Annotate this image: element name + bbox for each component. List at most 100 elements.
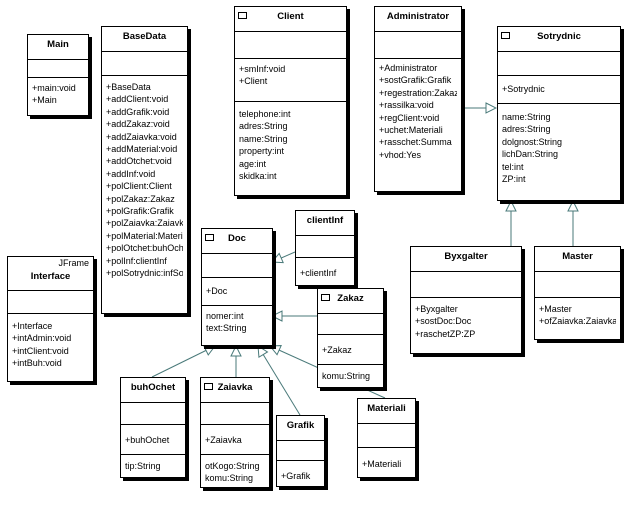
method: +uchet:Materiali: [379, 125, 443, 136]
attributes-section: [411, 272, 521, 298]
folder-icon: [321, 294, 330, 301]
method: +intBuh:void: [12, 358, 62, 369]
class-name: buhOchet: [130, 382, 176, 393]
attributes-section: [277, 441, 324, 461]
method: +vhod:Yes: [379, 149, 421, 160]
class-doc[interactable]: Doc +Doc nomer:int text:String: [201, 228, 273, 346]
method: +intClient:void: [12, 345, 69, 356]
method: +addMaterial:void: [106, 144, 178, 155]
class-name: clientInf: [306, 215, 344, 226]
methods-section: +Byxgalter +sostDoc:Doc +raschetZP:ZP: [411, 298, 521, 342]
class-basedata[interactable]: BaseData +BaseData +addClient:void +addG…: [101, 26, 188, 314]
class-main[interactable]: Main +main:void +Main: [27, 34, 89, 116]
method: +rassilka:void: [379, 100, 434, 111]
methods-section: +Administrator +sostGrafik:Grafik +reges…: [375, 59, 461, 163]
method: +addGrafik:void: [106, 106, 170, 117]
class-clientinf[interactable]: clientInf +clientInf: [295, 210, 355, 286]
attribute: name:String: [502, 112, 551, 122]
fields-section: name:String adres:String dolgnost:String…: [498, 104, 620, 187]
method: +Interface: [12, 321, 53, 331]
attribute: komu:String: [205, 473, 254, 484]
class-master[interactable]: Master +Master +ofZaiavka:Zaiavka: [534, 246, 621, 340]
method: +Doc: [206, 286, 228, 296]
class-sotrydnic[interactable]: Sotrydnic +Sotrydnic name:String adres:S…: [497, 26, 621, 201]
class-client[interactable]: Client +smInf:void +Client telephone:int…: [234, 6, 347, 196]
class-name: Byxgalter: [444, 251, 488, 262]
methods-section: +main:void +Main: [28, 78, 88, 109]
method: +Client: [239, 76, 268, 87]
method: +Byxgalter: [415, 304, 458, 314]
methods-section: +Zaiavka: [201, 425, 269, 455]
class-zakaz[interactable]: Zakaz +Zakaz komu:String: [317, 288, 384, 388]
attribute: property:int: [239, 146, 285, 157]
method: +Master: [539, 304, 572, 314]
class-name: BaseData: [122, 31, 167, 42]
methods-section: +Doc: [202, 278, 272, 306]
attribute: telephone:int: [239, 109, 291, 119]
class-interface[interactable]: JFrame Interface +Interface +intAdmin:vo…: [7, 256, 94, 382]
class-name: Interface: [30, 271, 71, 282]
attribute: skidka:int: [239, 171, 277, 182]
attributes-section: [375, 32, 461, 59]
fields-section: nomer:int text:String: [202, 306, 272, 337]
method: +raschetZP:ZP: [415, 328, 476, 339]
attribute: otKogo:String: [205, 461, 260, 471]
attributes-section: [296, 236, 354, 258]
method: +polZaiavka:Zaiavka: [106, 218, 183, 229]
class-name: Zakaz: [337, 293, 364, 304]
fields-section: telephone:int adres:String name:String p…: [235, 102, 346, 184]
methods-section: +buhOchet: [121, 425, 185, 455]
class-name: Zaiavka: [217, 382, 253, 393]
methods-section: +Sotrydnic: [498, 76, 620, 104]
method: +regestration:Zakaz: [379, 87, 457, 98]
methods-section: +Master +ofZaiavka:Zaiavka: [535, 298, 620, 330]
class-grafik[interactable]: Grafik +Grafik: [276, 415, 325, 487]
class-byxgalter[interactable]: Byxgalter +Byxgalter +sostDoc:Doc +rasch…: [410, 246, 522, 354]
fields-section: komu:String: [318, 365, 383, 384]
method: +buhOchet: [125, 435, 170, 445]
class-buhochet[interactable]: buhOchet +buhOchet tip:String: [120, 377, 186, 478]
methods-section: +smInf:void +Client: [235, 59, 346, 102]
method: +regClient:void: [379, 112, 440, 123]
methods-section: +clientInf: [296, 258, 354, 281]
attributes-section: [28, 60, 88, 78]
attributes-section: [535, 272, 620, 298]
method: +intAdmin:void: [12, 333, 72, 344]
class-name: Grafik: [286, 420, 315, 431]
fields-section: otKogo:String komu:String: [201, 455, 269, 487]
attributes-section: [498, 52, 620, 76]
class-materiali[interactable]: Materiali +Materiali: [357, 398, 416, 478]
methods-section: +Zakaz: [318, 335, 383, 365]
class-name: Sotrydnic: [537, 31, 581, 42]
method: +addOtchet:void: [106, 156, 172, 167]
method: +Main: [32, 95, 57, 106]
method: +addZaiavka:void: [106, 131, 177, 142]
method: +polZakaz:Zakaz: [106, 193, 175, 204]
attributes-section: [201, 403, 269, 425]
attribute: lichDan:String: [502, 149, 559, 160]
attribute: ZP:int: [502, 174, 526, 185]
attribute: dolgnost:String: [502, 136, 563, 147]
method: +Grafik: [281, 471, 311, 481]
folder-icon: [501, 32, 510, 39]
class-name: Client: [277, 11, 304, 22]
method: +Administrator: [379, 63, 438, 73]
method: +polInf:clientInf: [106, 255, 167, 266]
method: +addInf:void: [106, 168, 156, 179]
method: +Zaiavka: [205, 435, 242, 445]
method: +polOtchet:buhOchet: [106, 243, 183, 254]
method: +clientInf: [300, 268, 337, 278]
attribute: tip:String: [125, 461, 161, 471]
attribute: age:int: [239, 158, 267, 169]
attributes-section: [102, 52, 187, 76]
attribute: name:String: [239, 133, 288, 144]
method: +Zakaz: [322, 345, 352, 355]
attribute: nomer:int: [206, 311, 244, 321]
method: +addClient:void: [106, 94, 169, 105]
attribute: adres:String: [239, 121, 288, 132]
method: +smInf:void: [239, 64, 286, 74]
fields-section: tip:String: [121, 455, 185, 474]
folder-icon: [238, 12, 247, 19]
class-zaiavka[interactable]: Zaiavka +Zaiavka otKogo:String komu:Stri…: [200, 377, 270, 488]
class-administrator[interactable]: Administrator +Administrator +sostGrafik…: [374, 6, 462, 192]
